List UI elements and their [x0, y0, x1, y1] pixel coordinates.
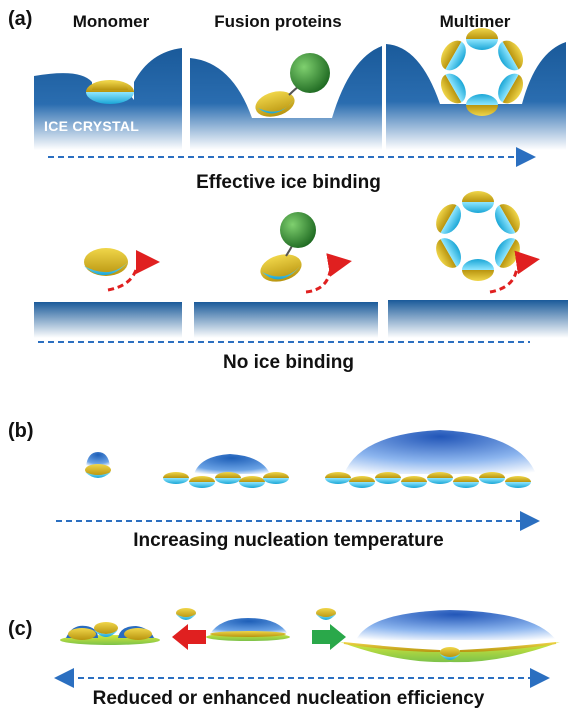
panel-c-middle-cluster: [206, 618, 290, 641]
green-arrow-right: [312, 624, 346, 650]
protein-subunit: [375, 472, 401, 484]
protein-subunit: [401, 476, 427, 488]
column-title-multimer: Multimer: [439, 12, 511, 31]
ice-slab-multimer: [388, 300, 568, 338]
protein-subunit: [436, 204, 461, 234]
protein-subunit: [479, 472, 505, 484]
protein-monomer-unbound: [84, 248, 160, 292]
protein-subunit: [462, 191, 494, 213]
protein-monomer-bound: [86, 80, 134, 104]
ice-crystal-label: ICE CRYSTAL: [44, 118, 140, 134]
ice-crystal-multimer: [386, 42, 566, 150]
protein-subunit: [163, 472, 189, 484]
panel-b-protein-row-medium: [163, 472, 289, 488]
protein-subunit: [441, 73, 466, 104]
column-title-fusion: Fusion proteins: [214, 12, 342, 31]
escape-arrow-multimer: [489, 250, 540, 294]
panel-b-droplet-small: [85, 452, 111, 478]
protein-subunit: [453, 476, 479, 488]
protein-subunit: [349, 476, 375, 488]
panel-c-left-cluster: [60, 622, 160, 645]
ice-slab-monomer: [34, 302, 182, 338]
multimer-ring-unbound: [436, 191, 520, 281]
protein-subunit: [495, 204, 520, 234]
caption-effective-binding: Effective ice binding: [196, 172, 381, 193]
protein-subunit: [441, 40, 466, 71]
column-title-monomer: Monomer: [72, 12, 150, 31]
protein-subunit: [498, 73, 523, 104]
fusion-protein-unbound: [260, 212, 352, 294]
protein-subunit: [466, 94, 498, 116]
caption-nucleation-efficiency: Reduced or enhanced nucleation efficienc…: [92, 688, 485, 709]
protein-subunit: [462, 259, 494, 281]
panel-b-droplet-medium: [194, 454, 270, 474]
multimer-ring-bound: [441, 28, 523, 116]
protein-subunit: [263, 472, 289, 484]
protein-subunit: [215, 472, 241, 484]
fusion-protein-bound: [255, 53, 330, 117]
protein-subunit: [325, 472, 351, 484]
protein-subunit: [189, 476, 215, 488]
protein-subunit: [436, 238, 461, 268]
panel-c-small-protein-2: [316, 608, 336, 620]
panel-c-label: (c): [8, 618, 33, 640]
panel-a-label: (a): [8, 8, 33, 30]
panel-b-label: (b): [8, 420, 34, 442]
protein-subunit: [466, 28, 498, 50]
ice-slab-fusion: [194, 302, 378, 338]
panel-c-right-cluster: [340, 610, 560, 663]
protein-subunit: [427, 472, 453, 484]
protein-subunit: [498, 40, 523, 71]
caption-no-binding: No ice binding: [223, 352, 354, 373]
caption-increasing-temperature: Increasing nucleation temperature: [133, 530, 444, 551]
protein-subunit: [505, 476, 531, 488]
panel-b-protein-row-large: [325, 472, 531, 488]
red-arrow-left: [172, 624, 206, 650]
panel-c-small-protein-1: [176, 608, 196, 620]
panel-b-droplet-large: [344, 430, 536, 474]
ice-crystal-fusion: [190, 46, 382, 150]
protein-subunit: [239, 476, 265, 488]
